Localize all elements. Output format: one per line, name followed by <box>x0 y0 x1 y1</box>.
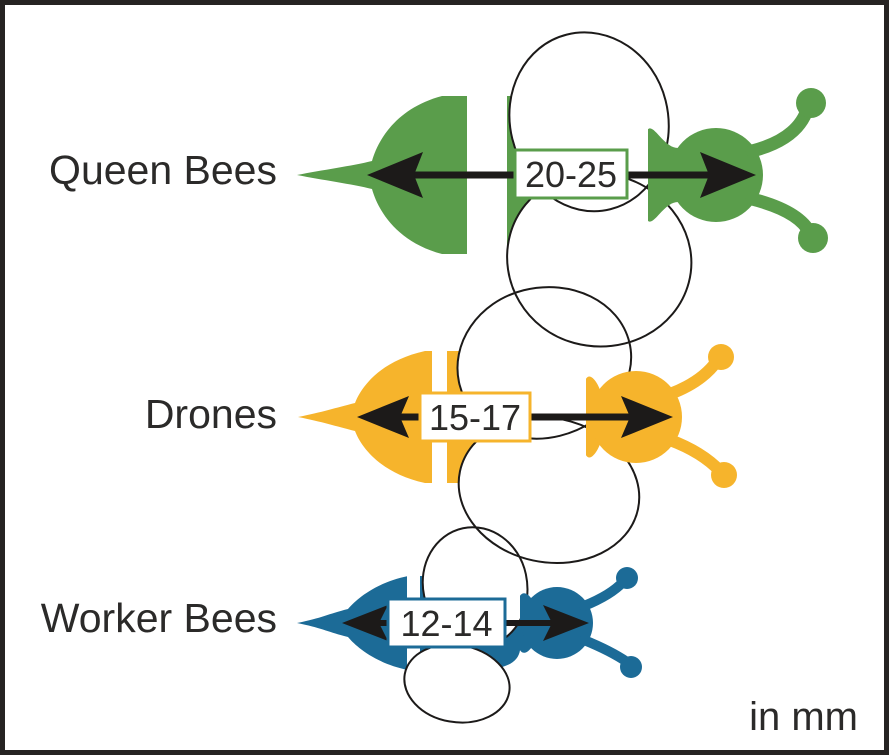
worker-range-value: 12-14 <box>400 603 492 644</box>
worker-wing-upper-outline <box>421 526 529 648</box>
range-boxes-layer: 20-25 15-17 12-14 <box>386 148 629 649</box>
drone-bee-antenna-lower <box>664 434 726 477</box>
queen-bee-antenna-upper <box>745 100 815 158</box>
drone-bee-antenna-tip <box>711 462 737 488</box>
drone-arrowhead-left <box>357 396 409 438</box>
drone-range-box <box>418 391 532 443</box>
unit-label: in mm <box>749 695 858 739</box>
worker-bee-antenna-upper <box>579 577 628 611</box>
worker-wing-lower-outline <box>403 643 511 724</box>
drone-bee-antenna-upper <box>664 355 723 400</box>
drone-arrowhead-right <box>621 396 673 438</box>
drone-row-label: Drones <box>145 391 277 437</box>
worker-row-label: Worker Bees <box>41 595 277 641</box>
worker-range-box <box>386 597 507 649</box>
queen-bee-antenna-lower <box>745 192 817 240</box>
worker-wing-lower-fill <box>404 644 510 723</box>
queen-range-value: 20-25 <box>525 154 617 195</box>
queen-arrowhead-left <box>367 152 423 198</box>
queen-bee-antenna-tip <box>798 223 828 253</box>
worker-bee-antenna-tip <box>616 567 638 589</box>
drone-bee-antenna-tip <box>708 344 734 370</box>
queen-row-label: Queen Bees <box>49 147 277 193</box>
queen-bee-antenna-tip <box>796 88 826 118</box>
queen-wing-upper-outline <box>508 31 670 213</box>
queen-arrowhead-right <box>700 152 756 198</box>
drone-range-value: 15-17 <box>429 397 521 438</box>
worker-arrowhead-left <box>342 605 388 641</box>
worker-arrowhead-right <box>543 605 589 641</box>
queen-range-box <box>513 148 629 200</box>
worker-bee-antenna-tip <box>620 656 642 678</box>
worker-bee-antenna-lower <box>579 635 632 667</box>
